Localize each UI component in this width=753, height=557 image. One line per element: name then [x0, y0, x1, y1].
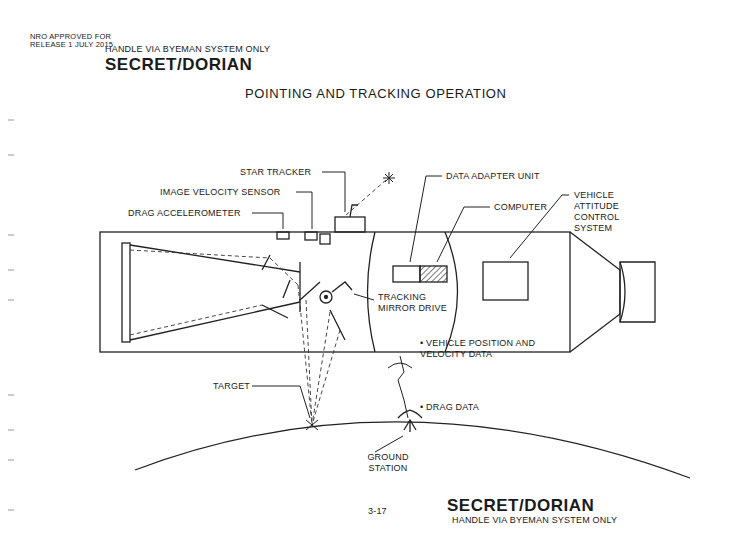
part-label: VEHICLE ATTITUDE CONTROL SYSTEM — [574, 190, 652, 234]
part-label: STAR TRACKER — [240, 167, 311, 178]
data-flow-label: • VEHICLE POSITION AND VELOCITY DATA — [420, 338, 560, 360]
target-label: TARGET — [213, 381, 250, 392]
diagram-title: POINTING AND TRACKING OPERATION — [245, 88, 507, 99]
classification-marking: SECRET/DORIAN — [105, 55, 252, 74]
classification-marking: SECRET/DORIAN — [447, 496, 594, 515]
part-label: TRACKING MIRROR DRIVE — [378, 292, 450, 314]
data-flow-label: • DRAG DATA — [420, 402, 479, 413]
handling-caveat: HANDLE VIA BYEMAN SYSTEM ONLY — [452, 515, 617, 526]
part-label: DRAG ACCELEROMETER — [128, 208, 241, 219]
page-number: 3-17 — [368, 506, 387, 517]
part-label: COMPUTER — [494, 202, 547, 213]
part-label: DATA ADAPTER UNIT — [446, 171, 540, 182]
ground-station-label: GROUND STATION — [358, 452, 418, 474]
handling-caveat: HANDLE VIA BYEMAN SYSTEM ONLY — [105, 44, 270, 55]
part-label: IMAGE VELOCITY SENSOR — [160, 187, 281, 198]
